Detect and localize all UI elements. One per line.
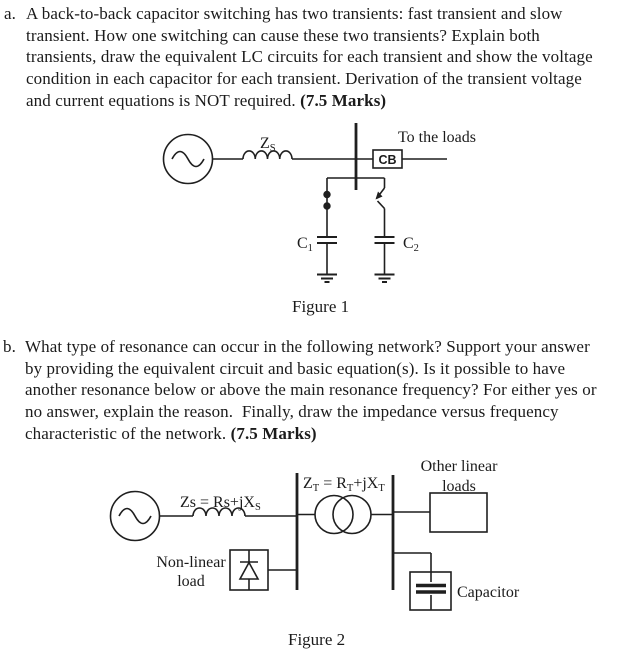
diode-icon — [238, 550, 260, 590]
question-b-body: What type of resonance can occur in the … — [25, 337, 597, 443]
closed-switch-dot-top — [323, 190, 331, 199]
other-loads-label-line2: loads — [442, 478, 476, 495]
question-a: a. A back-to-back capacitor switching ha… — [4, 3, 593, 112]
capacitor-label: Capacitor — [457, 584, 520, 601]
question-b-marks: (7.5 Marks) — [230, 423, 317, 443]
open-switch-arrow-icon — [375, 191, 383, 200]
open-switch-contact — [376, 200, 386, 210]
other-loads-label-line1: Other linear — [421, 458, 499, 475]
zs-equation-label: Zs = Rs+jXS — [180, 494, 261, 513]
nonlinear-load-label-line2: load — [177, 573, 205, 590]
figure-1-caption: Figure 1 — [292, 297, 349, 316]
cb-label: CB — [378, 153, 396, 167]
figure-2-diagram: Zs = Rs+jXS ZT = RT+jXT Other linear loa… — [109, 458, 520, 649]
to-the-loads-label: To the loads — [398, 129, 476, 146]
zs-label: ZS — [260, 135, 276, 154]
other-loads-box — [429, 492, 488, 533]
question-b: b. What type of resonance can occur in t… — [3, 336, 597, 445]
question-a-label: a. — [4, 4, 16, 23]
impedance-coil-icon — [242, 150, 293, 160]
nonlinear-load-label-line1: Non-linear — [156, 554, 226, 571]
question-b-label: b. — [3, 337, 16, 356]
impedance-coil-icon — [192, 507, 246, 517]
transformer-primary-icon — [314, 494, 354, 535]
question-b-text: What type of resonance can occur in the … — [25, 336, 597, 445]
zt-equation-label: ZT = RT+jXT — [303, 475, 385, 494]
transformer-secondary-icon — [332, 494, 372, 535]
question-a-text: A back-to-back capacitor switching has t… — [26, 3, 593, 112]
sine-wave-icon — [171, 150, 205, 168]
c2-label: C2 — [403, 235, 419, 254]
c1-label: C1 — [297, 235, 313, 254]
question-a-marks: (7.5 Marks) — [300, 90, 387, 110]
sine-wave-icon — [118, 507, 152, 525]
ground-symbol-c1 — [317, 273, 337, 283]
figure-1-diagram: ZS CB To the loads C1 C2 Figure 1 — [162, 123, 476, 316]
closed-switch-dot-bottom — [323, 202, 331, 210]
figure-2-caption: Figure 2 — [288, 630, 345, 649]
question-a-body: A back-to-back capacitor switching has t… — [26, 4, 593, 110]
ground-symbol-c2 — [374, 273, 395, 283]
